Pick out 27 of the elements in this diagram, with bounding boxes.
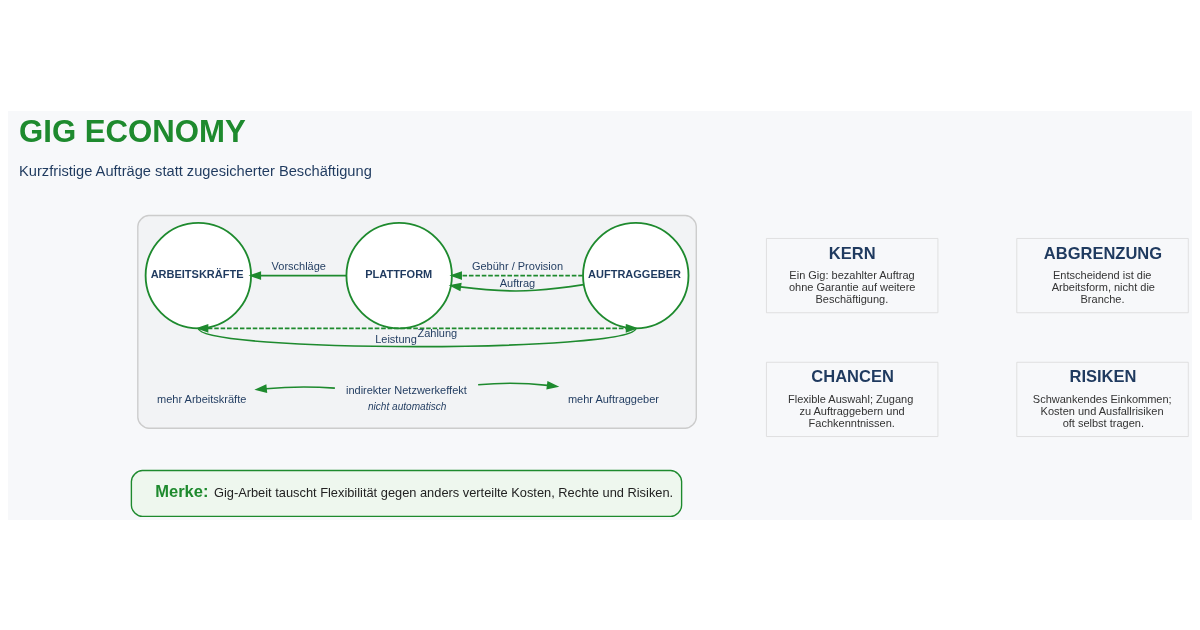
node-circle: AUFTRAGGEBER (582, 221, 690, 329)
arrow (449, 270, 584, 280)
node-label: nicht automatisch (367, 400, 447, 412)
node-box: KERN Ein Gig: bezahlter Auftrag ohne Garantie auf weitere Beschäftigung. (766, 237, 939, 313)
edge-label: Auftrag (499, 276, 536, 289)
edge-label: Leistung (375, 332, 417, 345)
edge-label: Gebühr / Provision (471, 259, 564, 272)
node-circle: PLATTFORM (345, 221, 453, 329)
node-box: CHANCEN Flexible Auswahl; Zugang zu Auftraggebern und Fachkenntnissen. (766, 361, 939, 437)
edge-label: Zahlung (417, 326, 458, 339)
label: Kurzfristige Aufträge statt zugesicherter Beschäftigung (19, 162, 372, 179)
arrow (248, 270, 348, 280)
node-text: indirekter Netzwerkeffekt (345, 383, 467, 396)
node-box: ABGRENZUNG Entscheidend ist die Arbeitsform, nicht die Branche. (1016, 237, 1189, 313)
node-circle: ARBEITSKRÄFTE (144, 221, 252, 329)
node-box: Merke: Gig-Arbeit tauscht Flexibilität gegen anders verteilte Kosten, Rechte und Risiken. (130, 469, 683, 517)
cluster (137, 214, 697, 429)
node-text: mehr Arbeitskräfte (157, 392, 247, 405)
arrow (477, 380, 560, 390)
diagram-title: GIG ECONOMY (19, 113, 246, 149)
arrow (448, 282, 585, 292)
edge-label: Vorschläge (271, 259, 326, 272)
connector (197, 327, 637, 347)
arrow (195, 323, 639, 333)
arrow (254, 383, 336, 393)
node-box: RISIKEN Schwankendes Einkommen; Kosten und Ausfallrisiken oft selbst tragen. (1016, 361, 1189, 437)
node-text: mehr Auftraggeber (567, 392, 660, 405)
